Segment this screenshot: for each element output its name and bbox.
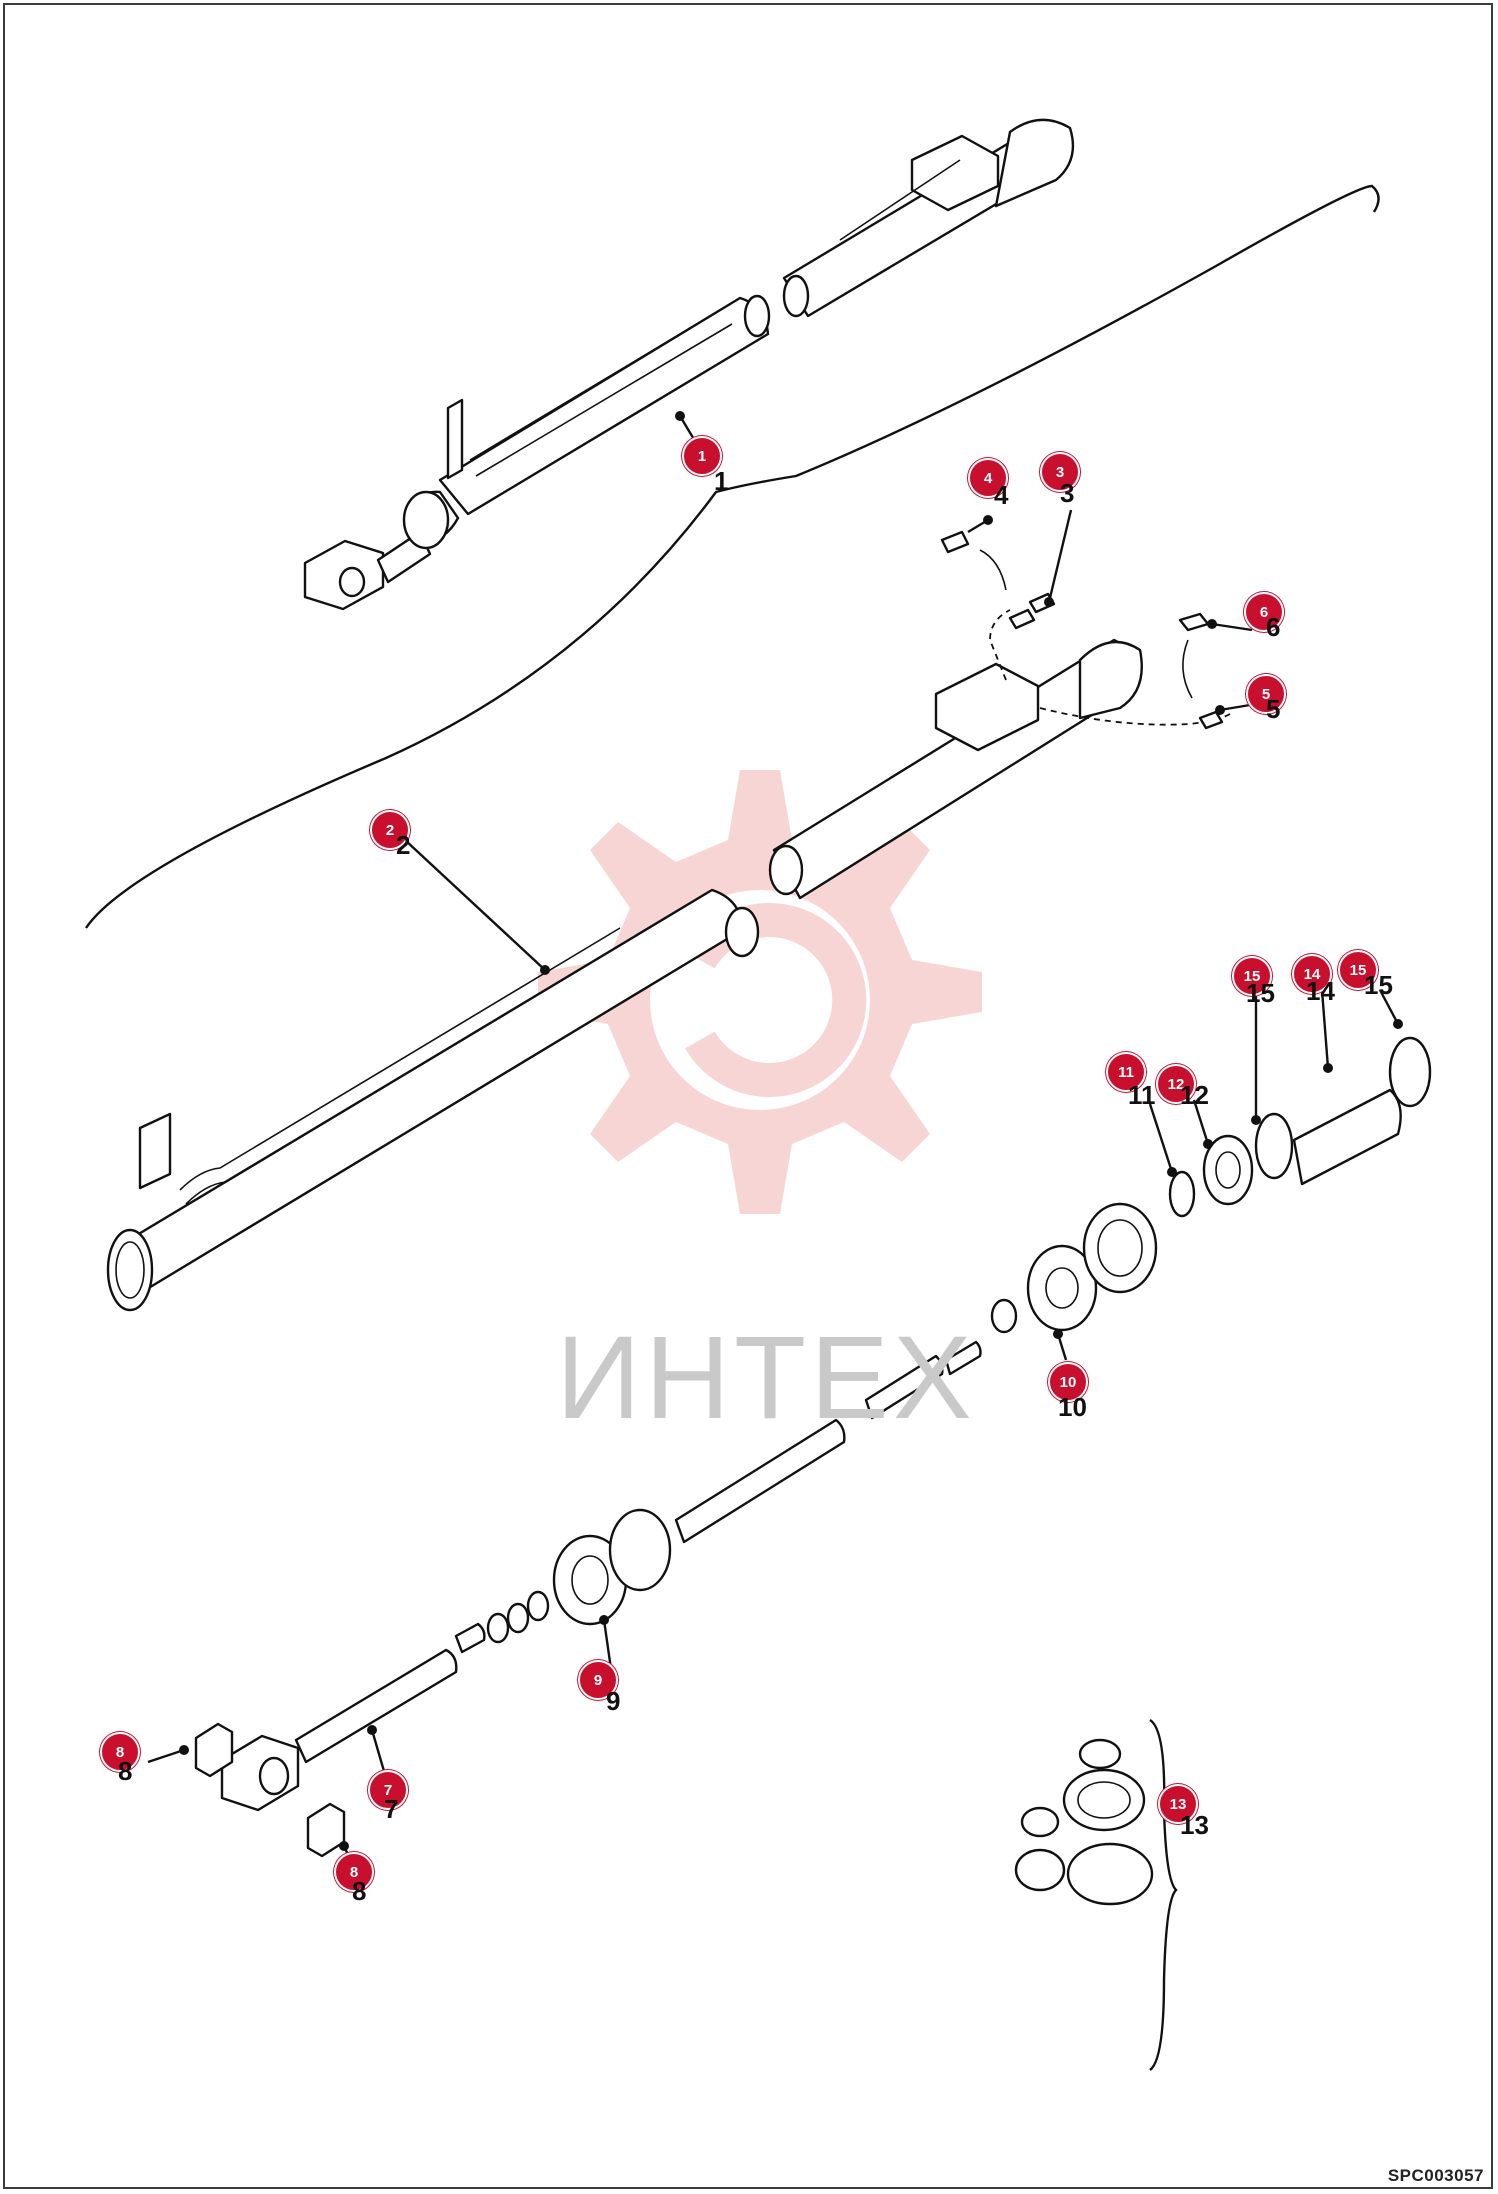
piston-rod-part bbox=[194, 1340, 982, 1858]
watermark-gear-icon bbox=[538, 770, 982, 1214]
label-8b: 8 bbox=[352, 1876, 367, 1906]
callout-10[interactable]: 10 bbox=[1048, 1362, 1088, 1402]
label-14: 14 bbox=[1306, 976, 1335, 1006]
label-9: 9 bbox=[606, 1686, 621, 1716]
callout-8b[interactable]: 8 bbox=[334, 1852, 374, 1892]
label-12: 12 bbox=[1180, 1080, 1209, 1110]
callout-12[interactable]: 12 bbox=[1156, 1064, 1196, 1104]
callout-14[interactable]: 14 bbox=[1292, 954, 1332, 994]
label-8a: 8 bbox=[118, 1756, 133, 1786]
label-15b: 15 bbox=[1364, 970, 1393, 1000]
callout-7[interactable]: 7 bbox=[368, 1770, 408, 1810]
drawing-frame bbox=[3, 3, 1493, 2189]
callout-4[interactable]: 4 bbox=[968, 458, 1008, 498]
label-6: 6 bbox=[1266, 612, 1281, 642]
label-1: 1 bbox=[714, 466, 729, 496]
callout-13[interactable]: 13 bbox=[1158, 1784, 1198, 1824]
callout-2[interactable]: 2 bbox=[370, 810, 410, 850]
label-5: 5 bbox=[1266, 694, 1281, 724]
callout-15a[interactable]: 15 bbox=[1232, 956, 1272, 996]
label-15a: 15 bbox=[1246, 978, 1275, 1008]
seal-pack-part bbox=[990, 1036, 1432, 1334]
callout-15b[interactable]: 15 bbox=[1338, 950, 1378, 990]
label-2: 2 bbox=[396, 830, 411, 860]
callout-1[interactable]: 1 bbox=[682, 436, 722, 476]
callout-8a[interactable]: 8 bbox=[100, 1732, 140, 1772]
label-7: 7 bbox=[384, 1794, 399, 1824]
break-line bbox=[85, 184, 1380, 929]
callout-9[interactable]: 9 bbox=[578, 1660, 618, 1700]
callout-3[interactable]: 3 bbox=[1040, 452, 1080, 492]
callout-11[interactable]: 11 bbox=[1106, 1052, 1146, 1092]
label-3: 3 bbox=[1060, 478, 1075, 508]
label-10: 10 bbox=[1058, 1392, 1087, 1422]
callout-6[interactable]: 6 bbox=[1244, 592, 1284, 632]
barrel-part bbox=[106, 609, 1231, 1312]
label-13: 13 bbox=[1180, 1810, 1209, 1840]
callout-5[interactable]: 5 bbox=[1246, 674, 1286, 714]
watermark-text: ИНТЕХ bbox=[556, 1312, 976, 1444]
cylinder-assembly bbox=[303, 118, 1075, 611]
leader-lines bbox=[147, 411, 1403, 1869]
label-11: 11 bbox=[1128, 1080, 1156, 1110]
label-4: 4 bbox=[994, 480, 1009, 510]
seal-kit-part bbox=[1014, 1718, 1178, 2071]
drawing-code: SPC003057 bbox=[1387, 2166, 1484, 2185]
